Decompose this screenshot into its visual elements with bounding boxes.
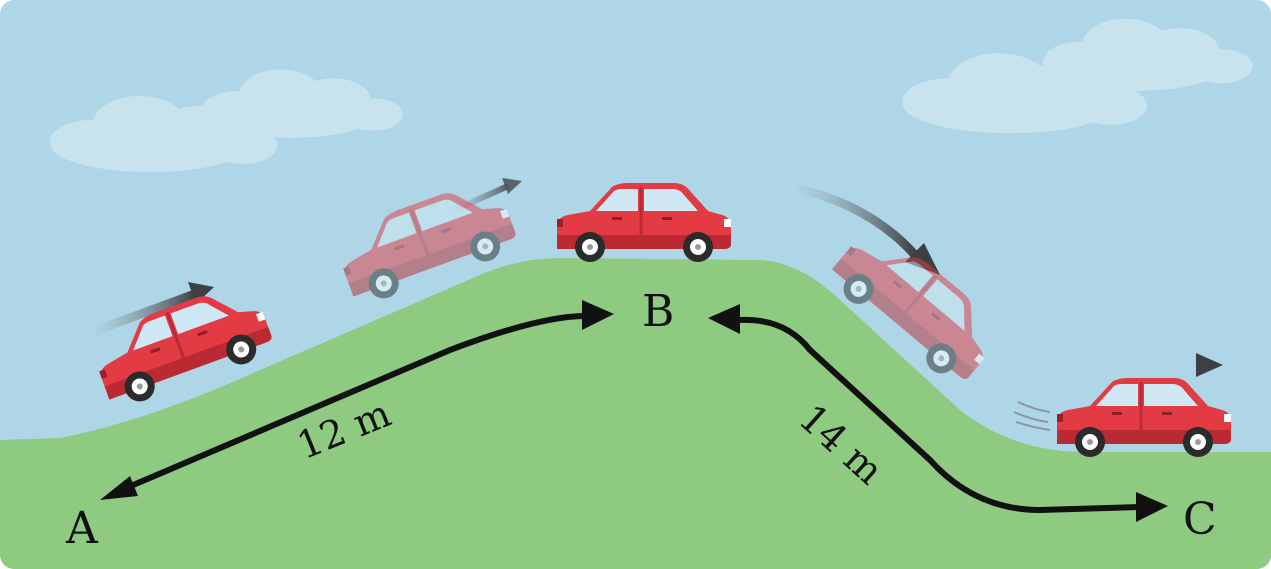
point-a-label: A [66, 507, 98, 551]
point-b-label: B [642, 290, 674, 334]
point-c-label: C [1183, 498, 1217, 542]
